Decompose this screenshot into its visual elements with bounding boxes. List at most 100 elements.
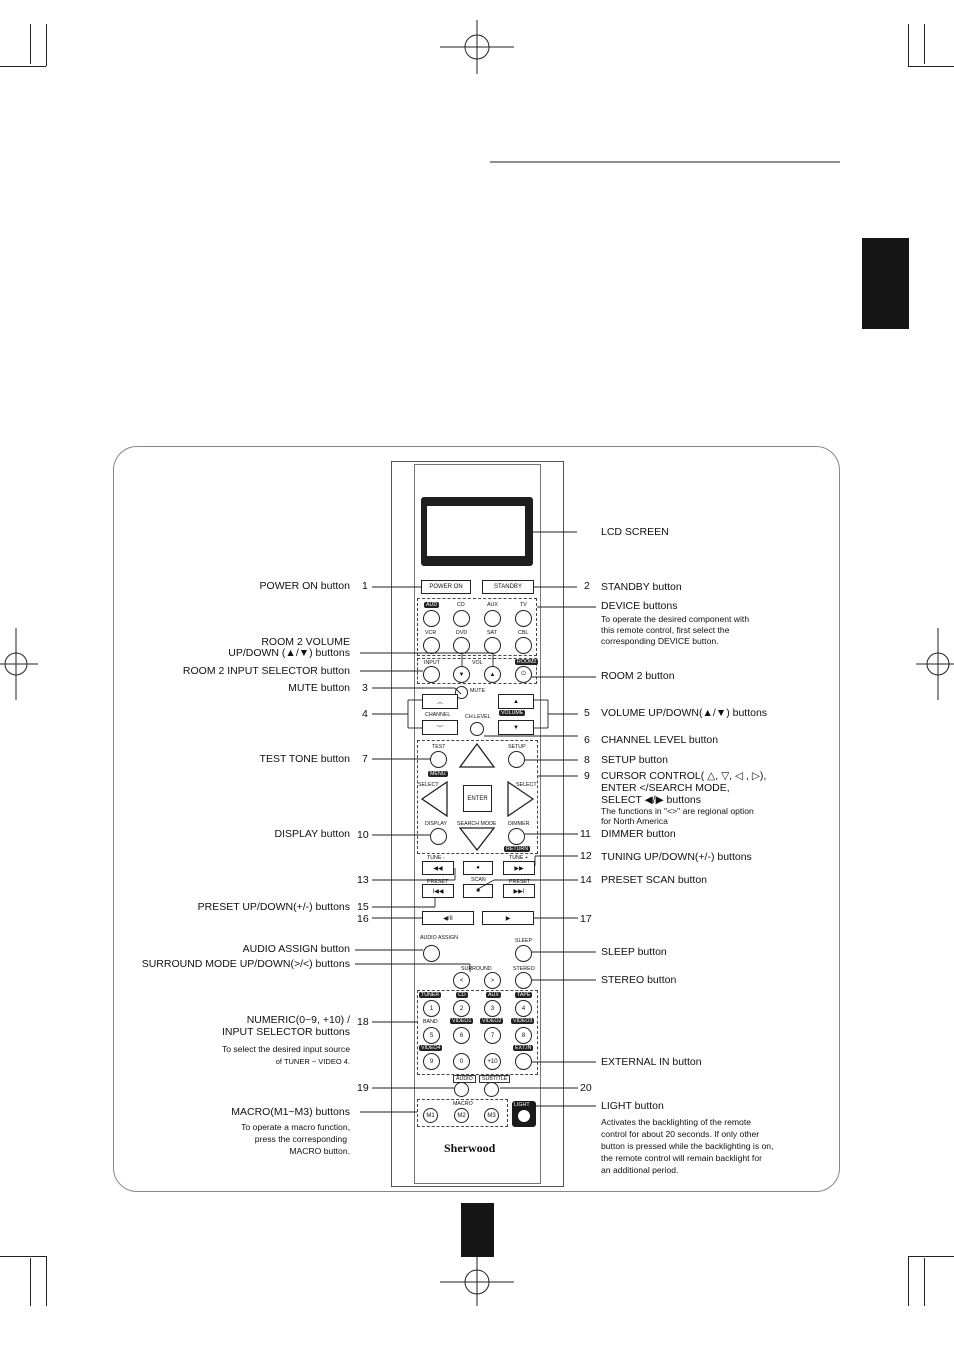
digit-6-button[interactable]: 6 (453, 1027, 470, 1044)
room2-power-button[interactable]: ⏻ (515, 666, 532, 683)
stop-button[interactable]: ■ (463, 884, 493, 898)
setup-button[interactable] (508, 751, 525, 768)
standby-button[interactable]: STANDBY (482, 580, 534, 594)
surround-up-button[interactable]: > (484, 972, 501, 989)
channel-up-button[interactable]: ︿ (422, 694, 458, 709)
macro-callout: MACRO(M1~M3) buttons (231, 1106, 350, 1118)
mute-button[interactable] (455, 686, 468, 699)
surround-down-button[interactable]: < (453, 972, 470, 989)
light-note-3: button is pressed while the backlighting… (601, 1141, 774, 1151)
callout-num-10: 10 (357, 829, 369, 841)
digit-9-button[interactable]: 9 (423, 1053, 440, 1070)
numeric-callout: NUMERIC(0~9, +10) / (246, 1014, 350, 1026)
callout-num-9: 9 (584, 770, 590, 782)
stereo-label: STEREO (513, 966, 535, 972)
record-button[interactable]: ● (463, 861, 493, 875)
callout-num-11: 11 (580, 828, 591, 840)
digit-7-button[interactable]: 7 (484, 1027, 501, 1044)
digit-4-button[interactable]: 4 (515, 1000, 532, 1017)
display-button[interactable] (430, 828, 447, 845)
digit-plus10-button[interactable]: +10 (484, 1053, 501, 1070)
callout-num-12: 12 (580, 850, 592, 862)
channel-down-button[interactable]: ﹀ (422, 720, 458, 735)
preset-scan-callout: PRESET SCAN button (601, 874, 708, 886)
room2-vol-down-button[interactable]: ▼ (453, 666, 470, 683)
light-note-4: the remote control will remain backlight… (601, 1153, 762, 1163)
digit-0-button[interactable]: 0 (453, 1053, 470, 1070)
room2-input-button[interactable] (423, 666, 440, 683)
light-icon (518, 1110, 530, 1122)
stereo-callout: STEREO button (601, 974, 677, 986)
surround-label: SURROUND (461, 966, 492, 972)
tune-up-button[interactable]: ▶▶ (503, 861, 535, 875)
macro-m1-button[interactable]: M1 (423, 1108, 438, 1123)
volume-down-button[interactable]: ▼ (498, 720, 534, 735)
src-video3-label: VIDEO3 (511, 1018, 535, 1024)
cursor-up-icon[interactable] (458, 742, 496, 768)
ch-level-button[interactable] (470, 722, 484, 736)
vol-label: VOL (472, 660, 483, 666)
device-cbl-button[interactable] (515, 637, 532, 654)
callout-num-18: 18 (357, 1016, 369, 1028)
volume-up-button[interactable]: ▲ (498, 694, 534, 709)
light-button[interactable]: LIGHT (512, 1101, 536, 1127)
input-label: INPUT (424, 660, 440, 666)
src-aux-label: AUX (486, 992, 501, 998)
preset-down-button[interactable]: I◀◀ (422, 884, 454, 898)
digit-5-button[interactable]: 5 (423, 1027, 440, 1044)
callout-num-8: 8 (584, 754, 590, 766)
mute-label: MUTE (470, 688, 486, 694)
tune-down-button[interactable]: ◀◀ (422, 861, 454, 875)
cursor-callout-2: ENTER </SEARCH MODE, (601, 782, 730, 794)
digit-1-button[interactable]: 1 (423, 1000, 440, 1017)
preset-plus-label: PRESET (509, 879, 531, 885)
device-label-dvd: DVD (456, 630, 468, 636)
device-aud-button[interactable] (423, 610, 440, 627)
light-label: LIGHT (514, 1102, 530, 1108)
audio-assign-button[interactable] (423, 945, 440, 962)
light-note-2: control for about 20 seconds. If only ot… (601, 1129, 760, 1139)
cursor-arrows (420, 742, 535, 852)
test-label: TEST (432, 744, 446, 750)
enter-button[interactable]: ENTER (463, 785, 492, 812)
device-sat-button[interactable] (484, 637, 501, 654)
stereo-button[interactable] (515, 972, 532, 989)
dimmer-button[interactable] (508, 828, 525, 845)
macro-label: MACRO (453, 1101, 473, 1107)
device-label-vcr: VCR (425, 630, 437, 636)
src-tape-label: TAPE (515, 992, 533, 998)
play-button[interactable]: ▶ (482, 911, 534, 925)
macro-m3-button[interactable]: M3 (484, 1108, 499, 1123)
digit-2-button[interactable]: 2 (453, 1000, 470, 1017)
ext-in-button[interactable] (515, 1053, 532, 1070)
audio-button[interactable] (454, 1082, 469, 1097)
src-tuner-label: TUNER (419, 992, 442, 998)
sleep-button[interactable] (515, 945, 532, 962)
callout-num-2: 2 (584, 580, 590, 592)
test-tone-button[interactable] (430, 751, 447, 768)
subtitle-button[interactable] (484, 1082, 499, 1097)
macro-m2-button[interactable]: M2 (454, 1108, 469, 1123)
numeric-note-2: of TUNER ~ VIDEO 4. (275, 1057, 350, 1066)
callout-num-3: 3 (362, 682, 368, 694)
standby-callout: STANDBY button (601, 581, 682, 593)
surround-callout: SURROUND MODE UP/DOWN(>/<) buttons (141, 958, 350, 970)
digit-8-button[interactable]: 8 (515, 1027, 532, 1044)
device-cd-button[interactable] (453, 610, 470, 627)
cursor-left-icon[interactable] (420, 780, 448, 818)
device-dvd-button[interactable] (453, 637, 470, 654)
cursor-down-icon[interactable] (458, 827, 496, 852)
digit-3-button[interactable]: 3 (484, 1000, 501, 1017)
power-on-button[interactable]: POWER ON (421, 580, 471, 594)
reverse-pause-button[interactable]: ◀/II (422, 911, 474, 925)
src-extin-label: EXT.IN (513, 1045, 534, 1051)
device-vcr-button[interactable] (423, 637, 440, 654)
device-tv-button[interactable] (515, 610, 532, 627)
preset-up-button[interactable]: ▶▶I (503, 884, 535, 898)
callout-num-13: 13 (357, 874, 369, 886)
tune-plus-label: TUNE + (509, 855, 528, 861)
device-aux-button[interactable] (484, 610, 501, 627)
room2-vol-up-button[interactable]: ▲ (484, 666, 501, 683)
cursor-right-icon[interactable] (507, 780, 535, 818)
